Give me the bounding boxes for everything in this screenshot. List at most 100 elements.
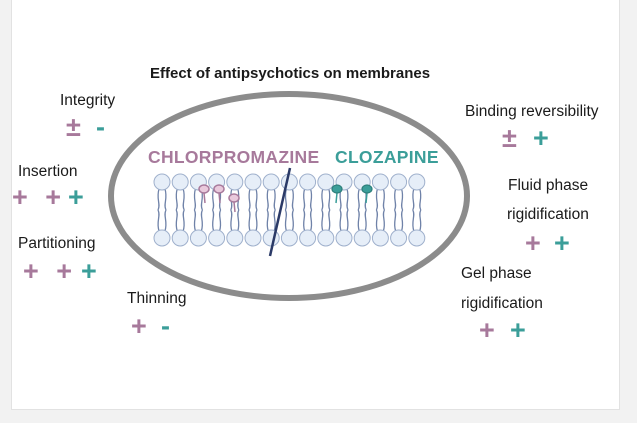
lipid-head — [226, 229, 244, 247]
binding-reversibility-clozapine-effect: + — [533, 123, 554, 153]
lipid-tail — [211, 188, 215, 211]
lipid-tail — [193, 209, 197, 232]
lipid-tail — [175, 188, 178, 211]
lipid-tail — [266, 188, 269, 211]
lipid-tail — [393, 188, 397, 211]
drug-molecules — [198, 184, 373, 213]
fluid-phase-clozapine-effect: + — [554, 228, 575, 258]
lipid-head — [353, 229, 371, 247]
thinning-clozapine-effect: - — [161, 311, 175, 341]
partitioning-clozapine-effect: + — [81, 256, 102, 286]
lipid-tail — [237, 209, 240, 232]
binding-reversibility-label: Binding reversibility — [465, 103, 599, 120]
lipid-head — [317, 173, 335, 191]
lipid-head — [317, 229, 335, 247]
lipid-tail — [400, 209, 404, 232]
lipid-tail — [382, 209, 386, 232]
lipid-head — [208, 229, 226, 247]
lipid-tail — [309, 188, 313, 211]
lipid-tail — [328, 188, 331, 211]
lipid-tail — [375, 188, 379, 211]
chlorpromazine-molecule — [228, 193, 240, 203]
chlorpromazine-molecule — [213, 184, 225, 194]
lipid-tail — [321, 188, 324, 211]
lipid-head — [299, 173, 317, 191]
lipid-head — [262, 229, 280, 247]
lipid-tail — [412, 188, 415, 211]
lipid-tail — [182, 209, 185, 232]
lipid-head — [390, 173, 408, 191]
clozapine-molecule — [331, 184, 343, 194]
lipid-tail — [321, 209, 324, 232]
chlorpromazine-molecule-tail — [218, 192, 221, 204]
lipid-tail — [182, 188, 185, 211]
gel-phase-label-line2: rigidification — [461, 295, 543, 312]
lipid-tail — [346, 188, 349, 211]
chlorpromazine-molecule-tail — [203, 192, 206, 204]
chlorpromazine-label: CHLORPROMAZINE — [148, 147, 320, 167]
lipid-tail — [157, 209, 160, 232]
lipid-tail — [382, 188, 386, 211]
thinning-label: Thinning — [127, 290, 187, 307]
lipid-tail — [328, 209, 331, 232]
lipid-tail — [218, 209, 222, 232]
fluid-phase-label-line2: rigidification — [507, 206, 589, 223]
partitioning-chlorpromazine-effect: + + — [23, 256, 78, 286]
lipid-tail — [211, 209, 215, 232]
integrity-chlorpromazine-effect: ± — [66, 112, 86, 142]
lipid-head — [153, 173, 171, 191]
lipid-tail — [164, 188, 167, 211]
lipid-head — [390, 229, 408, 247]
insertion-label: Insertion — [18, 163, 78, 180]
lipid-head — [280, 173, 298, 191]
lipid-tail — [291, 209, 295, 232]
lipid-head — [171, 229, 189, 247]
clozapine-molecule — [361, 184, 373, 194]
lipid-head — [244, 229, 262, 247]
lipid-tail — [357, 188, 360, 211]
thinning-chlorpromazine-effect: + — [131, 311, 152, 341]
drug-divider-line — [268, 167, 292, 257]
lipid-tail — [419, 209, 422, 232]
lipid-head — [299, 229, 317, 247]
lipid-head — [244, 173, 262, 191]
lipid-head — [280, 229, 298, 247]
gel-phase-chlorpromazine-effect: + — [479, 315, 500, 345]
lipid-tail — [284, 209, 288, 232]
lipid-bilayer — [153, 173, 426, 247]
lipid-tail — [339, 209, 342, 232]
lipid-head — [335, 229, 353, 247]
lipid-tail — [193, 188, 197, 211]
lipid-tail — [248, 188, 251, 211]
clozapine-molecule-tail — [365, 192, 368, 204]
lipid-tail — [164, 209, 167, 232]
lipid-tail — [255, 188, 258, 211]
lipid-tail — [375, 209, 379, 232]
clozapine-label: CLOZAPINE — [335, 147, 439, 167]
lipid-tail — [157, 188, 160, 211]
chlorpromazine-molecule-tail — [233, 201, 236, 213]
partitioning-label: Partitioning — [18, 235, 96, 252]
lipid-head — [408, 173, 426, 191]
lipid-tail — [273, 209, 276, 232]
lipid-head — [226, 173, 244, 191]
lipid-tail — [230, 209, 233, 232]
lipid-tail — [255, 209, 258, 232]
integrity-label: Integrity — [60, 92, 116, 109]
lipid-head — [153, 229, 171, 247]
lipid-head — [408, 229, 426, 247]
lipid-head — [171, 173, 189, 191]
lipid-tail — [364, 209, 367, 232]
lipid-tail — [309, 209, 313, 232]
membrane-ellipse — [108, 91, 470, 301]
figure-title: Effect of antipsychotics on membranes — [150, 65, 431, 82]
lipid-tail — [273, 188, 276, 211]
lipid-head — [262, 173, 280, 191]
chlorpromazine-molecule — [198, 184, 210, 194]
fluid-phase-label-line1: Fluid phase — [508, 177, 589, 194]
lipid-tail — [412, 209, 415, 232]
lipid-tail — [419, 188, 422, 211]
lipid-tail — [400, 188, 404, 211]
lipid-tail — [346, 209, 349, 232]
